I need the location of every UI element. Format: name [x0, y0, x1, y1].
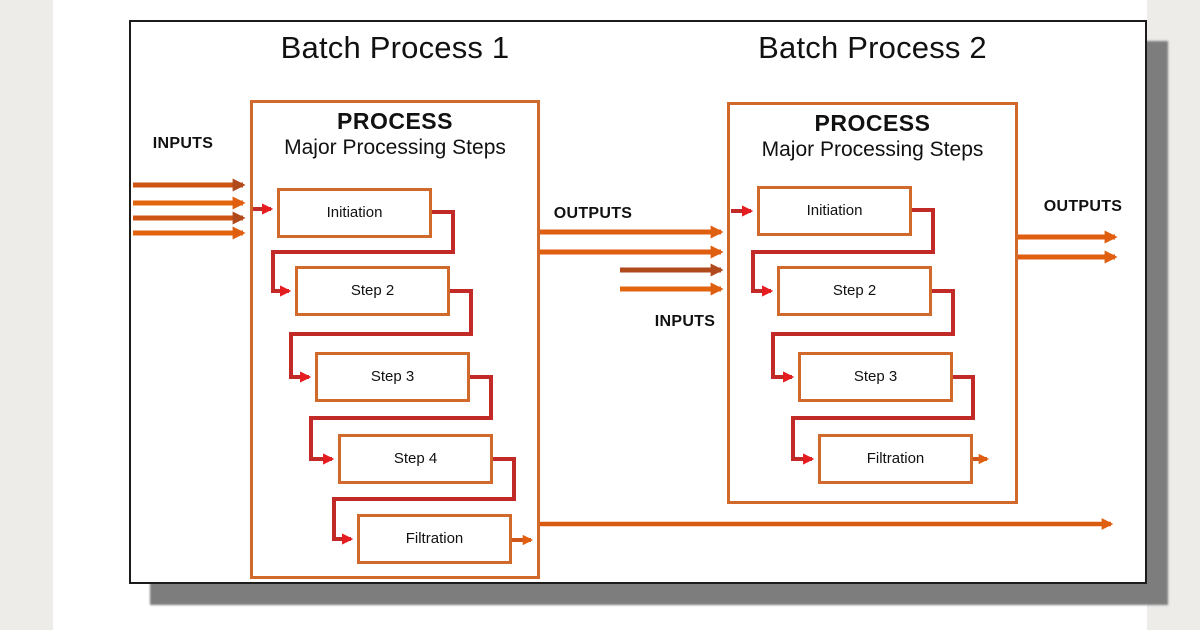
- process1-step-initiation: Initiation: [277, 188, 432, 238]
- flow-arrows-layer: [133, 178, 1118, 546]
- cascade-connector: [309, 375, 493, 465]
- process2-step-filtration: Filtration: [818, 434, 973, 484]
- cascade-connector: [771, 289, 955, 383]
- between-outputs-arrows: [540, 225, 724, 259]
- process1-header: PROCESS: [337, 108, 453, 134]
- outputs-label-right: OUTPUTS: [1043, 198, 1123, 215]
- left-inputs-arrows: [133, 178, 246, 240]
- process2-step-3: Step 3: [798, 352, 953, 402]
- process1-subheader: Major Processing Steps: [284, 136, 506, 159]
- cascade-connector: [332, 457, 516, 545]
- process2-subheader: Major Processing Steps: [761, 138, 984, 161]
- title-batch-process-2: Batch Process 2: [758, 30, 987, 65]
- diagram-image-area: Batch Process 1 Batch Process 2 INPUTS O…: [53, 0, 1147, 630]
- process1-box: [250, 100, 540, 579]
- cascade-connector: [791, 375, 975, 465]
- process1-step-filtration: Filtration: [357, 514, 512, 564]
- process2-box: [727, 102, 1018, 504]
- process1-step-4: Step 4: [338, 434, 493, 484]
- process2-step-2: Step 2: [777, 266, 932, 316]
- inputs-label-left: INPUTS: [152, 135, 214, 152]
- process2-cascade-connectors: [751, 208, 975, 465]
- cascade-connector: [271, 210, 455, 297]
- process1-step-2: Step 2: [295, 266, 450, 316]
- process1-step-3: Step 3: [315, 352, 470, 402]
- process1-cascade-connectors: [271, 210, 516, 545]
- process2-header: PROCESS: [814, 110, 931, 136]
- outputs-label-between: OUTPUTS: [553, 205, 633, 222]
- process2-step-initiation: Initiation: [757, 186, 912, 236]
- cascade-connector: [751, 208, 935, 297]
- diagram-canvas: Batch Process 1 Batch Process 2 INPUTS O…: [129, 20, 1147, 584]
- title-batch-process-1: Batch Process 1: [280, 30, 510, 65]
- right-outputs-arrows: [1018, 230, 1118, 264]
- inputs-label-between: INPUTS: [654, 313, 716, 330]
- cascade-connector: [289, 289, 473, 383]
- between-inputs-arrows: [620, 263, 724, 296]
